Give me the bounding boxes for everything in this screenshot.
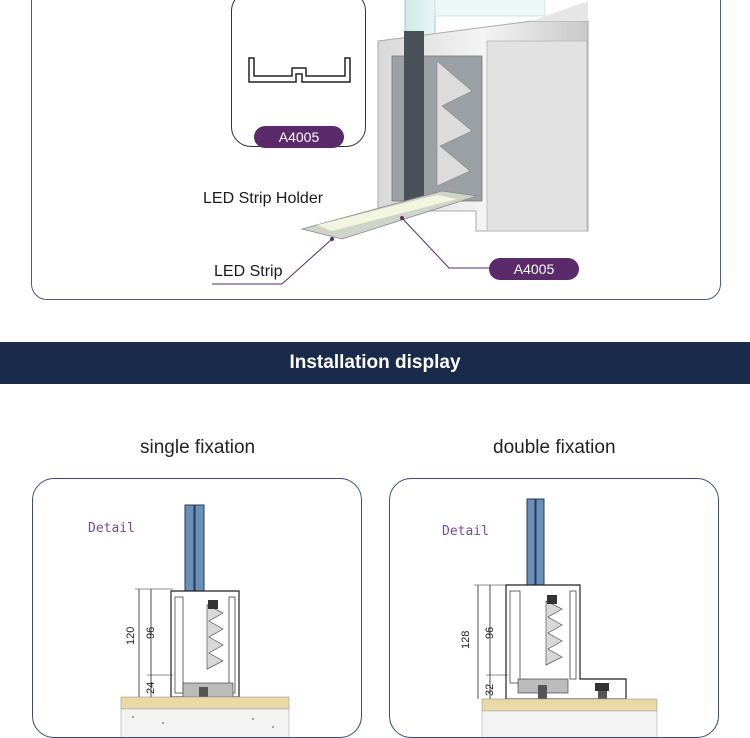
dim-upper: 96 <box>145 627 157 639</box>
double-fixation-card: Detail 128 96 32 <box>389 478 719 738</box>
profile-render-image <box>212 0 589 285</box>
dim-total: 128 <box>460 631 472 649</box>
dim-lower: 32 <box>484 684 496 696</box>
led-holder-profile-icon <box>248 57 351 83</box>
detail-label: Detail <box>442 524 489 539</box>
dim-total: 120 <box>125 627 137 645</box>
detail-label: Detail <box>88 521 135 536</box>
single-fixation-drawing: 120 96 24 <box>120 504 290 737</box>
product-code-badge: A4005 <box>254 126 344 148</box>
dim-upper: 96 <box>484 627 496 639</box>
single-fixation-title: single fixation <box>140 437 256 458</box>
double-fixation-drawing: 128 96 32 <box>460 498 658 737</box>
single-fixation-card: Detail 120 96 24 <box>32 478 362 738</box>
profile-icon-card: A4005 <box>231 0 366 148</box>
callout-code-badge: A4005 <box>489 258 579 280</box>
section-banner: Installation display <box>0 342 750 384</box>
led-strip-holder-label: LED Strip Holder <box>203 190 324 207</box>
dim-lower: 24 <box>145 682 157 694</box>
led-strip-label: LED Strip <box>214 263 283 280</box>
product-panel: A4005 LED Strip Holder LED Strip A4005 <box>31 0 721 300</box>
double-fixation-title: double fixation <box>493 437 616 458</box>
